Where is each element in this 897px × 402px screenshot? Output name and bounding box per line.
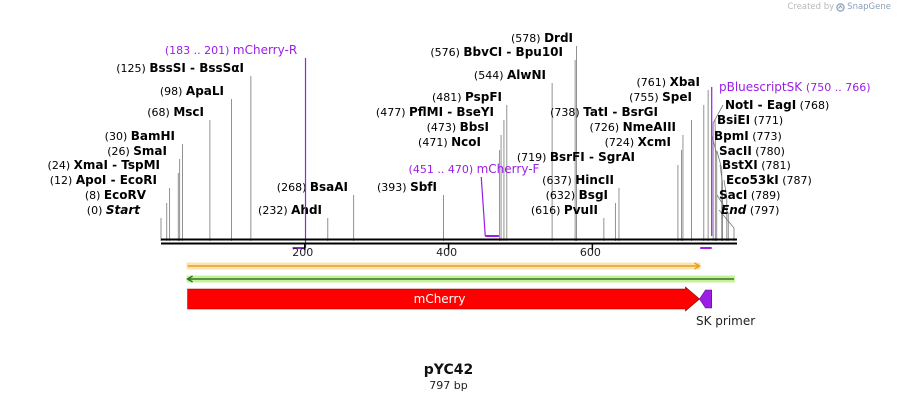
enzyme-label: Eco53kI (787) <box>726 173 812 187</box>
enzyme-label: (719) BsrFI - SgrAI <box>517 150 635 164</box>
enzyme-label: (738) TatI - BsrGI <box>550 105 658 119</box>
enzyme-label: (24) XmaI - TspMI <box>48 158 160 172</box>
enzyme-label: (477) PflMI - BseYI <box>376 105 494 119</box>
enzyme-leader-line <box>723 179 728 241</box>
feature-label: mCherry <box>414 292 466 306</box>
enzyme-leader-line <box>719 164 723 241</box>
enzyme-leader-line <box>718 209 735 241</box>
primer-label: (183 .. 201) mCherry-R <box>165 43 297 57</box>
ruler-tick-label: 400 <box>436 246 457 259</box>
enzyme-label: (616) PvuII <box>531 203 598 217</box>
primer-leader-line <box>480 176 486 237</box>
enzyme-label: (8) EcoRV <box>85 188 147 202</box>
enzyme-label: SacII (780) <box>719 144 785 158</box>
enzyme-label: (268) BsaAI <box>277 180 348 194</box>
enzyme-label: (544) AlwNI <box>474 68 546 82</box>
enzyme-label: BsiEI (771) <box>717 113 783 127</box>
orf-arrowhead <box>186 275 193 283</box>
enzyme-leader-line <box>711 135 718 241</box>
enzyme-label: (30) BamHI <box>105 129 175 143</box>
enzyme-label: BstXI (781) <box>722 158 791 172</box>
enzyme-label: (68) MscI <box>147 105 204 119</box>
credit-prefix: Created by <box>787 2 835 12</box>
enzyme-leader-line <box>716 194 729 241</box>
enzyme-label: (576) BbvCI - Bpu10I <box>430 45 563 59</box>
enzyme-label: (125) BssSI - BssSαI <box>116 61 244 75</box>
snapgene-credit: Created by SnapGene <box>787 2 891 12</box>
enzyme-label: (471) NcoI <box>418 135 481 149</box>
ruler-tick-label: 600 <box>580 246 601 259</box>
feature-arrow <box>187 286 700 312</box>
enzyme-label: (578) DrdI <box>511 31 573 45</box>
enzyme-label: (26) SmaI <box>107 144 167 158</box>
ruler-tick-label: 200 <box>292 246 313 259</box>
enzyme-label: (481) PspFI <box>432 90 502 104</box>
sequence-length: 797 bp <box>429 379 468 392</box>
enzyme-label: BpmI (773) <box>714 129 782 143</box>
enzyme-label: SacI (789) <box>719 188 780 202</box>
enzyme-leader-line <box>712 104 724 241</box>
enzyme-label: (724) XcmI <box>605 135 671 149</box>
enzyme-label: End (797) <box>721 203 779 217</box>
enzyme-label: (473) BbsI <box>427 120 489 134</box>
enzyme-label: NotI - EagI (768) <box>725 98 829 112</box>
enzyme-leader-line <box>716 150 723 241</box>
enzyme-label: (232) AhdI <box>258 203 322 217</box>
orf-arrowhead <box>694 262 701 270</box>
enzyme-label: (12) ApoI - EcoRI <box>50 173 157 187</box>
enzyme-label: (726) NmeAIII <box>590 120 676 134</box>
sequence-map: (0) Start(8) EcoRV(12) ApoI - EcoRI(24) … <box>48 31 871 328</box>
primer-label: pBluescriptSK (750 .. 766) <box>719 80 870 94</box>
enzyme-label: (98) ApaLI <box>160 84 224 98</box>
sequence-name: pYC42 <box>423 362 474 378</box>
feature-label: SK primer <box>696 314 755 328</box>
enzyme-label: (761) XbaI <box>637 75 700 89</box>
enzyme-label: (755) SpeI <box>629 90 692 104</box>
enzyme-label: (393) SbfI <box>377 180 437 194</box>
enzyme-label: (0) Start <box>87 203 141 217</box>
primer-label: (451 .. 470) mCherry-F <box>409 162 540 176</box>
snapgene-logo-icon <box>836 2 845 12</box>
feature-arrow <box>699 289 713 309</box>
enzyme-label: (637) HincII <box>542 173 614 187</box>
credit-brand: SnapGene <box>847 2 891 12</box>
enzyme-label: (632) BsgI <box>546 188 608 202</box>
